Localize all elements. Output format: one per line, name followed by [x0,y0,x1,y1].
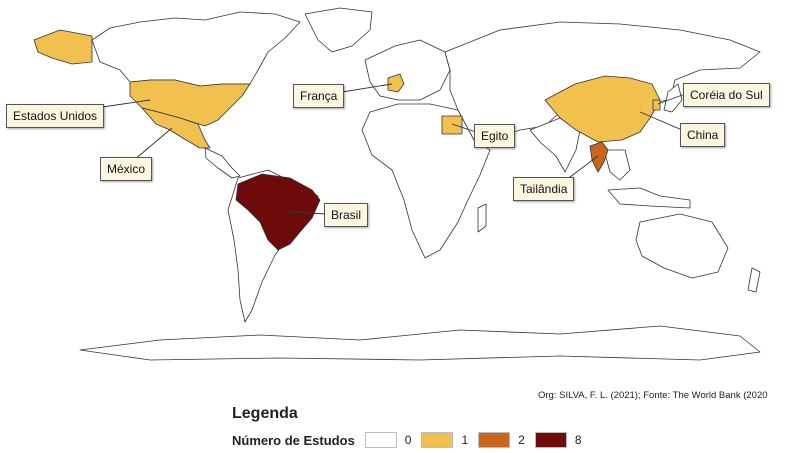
label-thailand: Tailândia [513,177,575,201]
legend-swatch-2 [478,432,511,448]
leader-egypt [451,123,477,133]
label-usa: Estados Unidos [6,104,105,128]
europe [364,39,451,101]
korea-country [652,99,661,111]
legend-value-0: 0 [404,433,412,447]
antarctica [79,325,761,361]
egypt-country [441,115,463,135]
legend-value-1: 1 [461,433,469,447]
leader-usa [95,99,151,109]
mexico-country [141,107,211,149]
madagascar [477,203,487,233]
alaska [33,29,93,65]
leader-mexico [133,127,173,161]
legend-row: Número de Estudos 0 1 2 8 [232,432,592,448]
legend-swatch-1 [421,432,454,448]
label-china: China [680,123,726,147]
legend-swatch-0 [364,432,397,448]
label-korea: Coréia do Sul [683,83,770,107]
label-mexico: México [100,157,153,181]
indonesia [607,187,691,209]
legend-value-2: 2 [518,433,525,447]
usa-country [129,79,251,127]
legend-row-label: Número de Estudos [232,432,355,448]
label-brazil: Brasil [324,203,369,227]
leader-china [639,111,683,131]
france-country [387,73,405,93]
leader-brazil [287,211,327,215]
brazil-country [235,173,321,251]
greenland [304,7,373,53]
label-egypt: Egito [474,124,516,148]
thailand-country [589,141,609,173]
leader-france [341,83,393,93]
label-france: França [293,84,345,108]
source-note: Org: SILVA, F. L. (2021); Fonte: The Wor… [538,390,768,401]
leader-thailand [565,155,599,181]
legend-value-8: 8 [574,433,582,447]
world-map [33,7,761,361]
leader-korea [657,93,686,105]
legend-title: Legenda [232,405,298,422]
australia [635,213,729,279]
china-country [544,75,661,143]
southeast-asia [603,149,631,181]
new-zealand [747,267,761,293]
canada-region [91,11,301,87]
africa [361,103,491,259]
legend-swatch-8 [534,432,567,448]
central-america [204,147,241,179]
